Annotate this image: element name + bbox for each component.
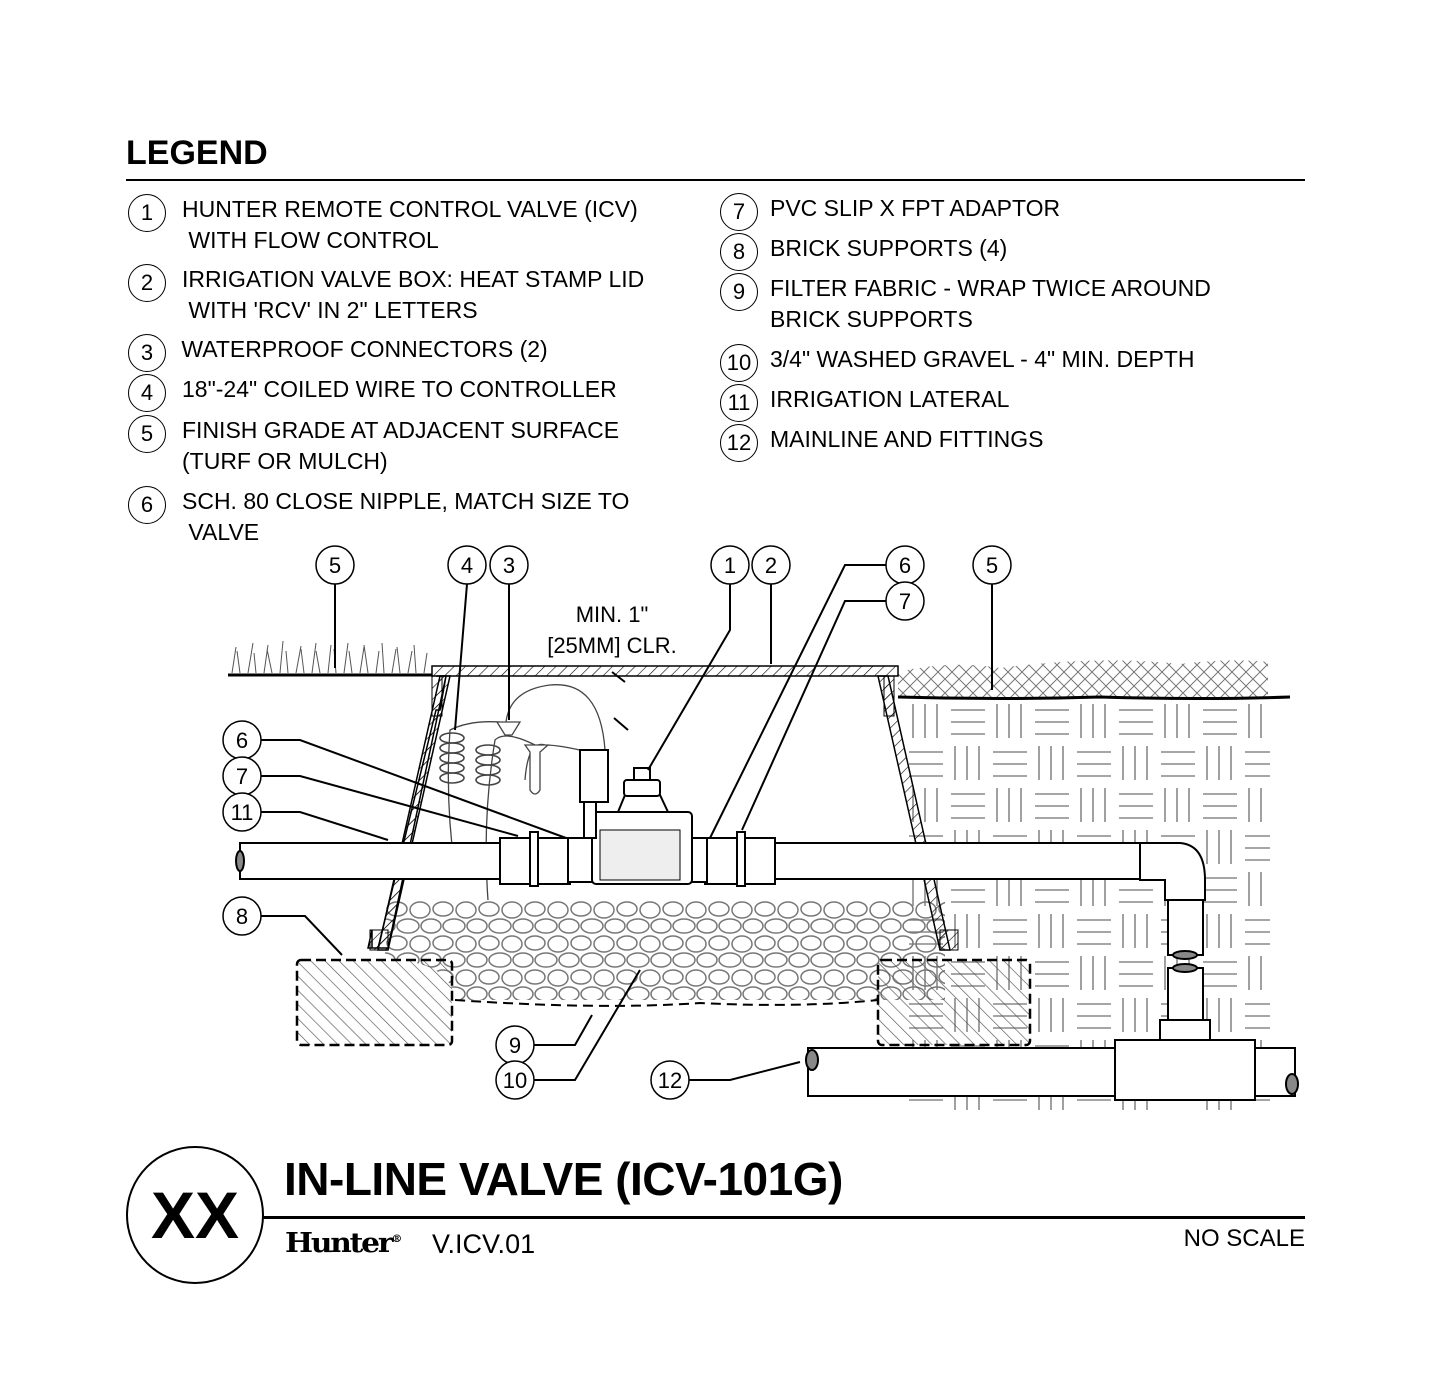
callout-5: 5 (986, 553, 998, 578)
callout-6: 6 (236, 728, 248, 753)
legend-number: 7 (720, 193, 758, 231)
legend-number: 8 (720, 233, 758, 271)
legend-number: 5 (128, 415, 166, 453)
valve-box-lid (431, 665, 899, 677)
legend-text: PVC SLIP X FPT ADAPTOR (770, 195, 1061, 221)
scale-note: NO SCALE (1183, 1225, 1305, 1252)
legend-text: MAINLINE AND FITTINGS (770, 426, 1044, 452)
clearance-note-line1: MIN. 1" (576, 602, 649, 627)
legend-number: 3 (128, 334, 166, 372)
gravel-bed (385, 900, 945, 1000)
callout-11: 11 (231, 800, 254, 825)
detail-title: IN-LINE VALVE (ICV-101G) (284, 1153, 843, 1205)
hunter-logo: Hunter® (285, 1228, 402, 1259)
mainline-pipe (805, 1019, 1299, 1101)
legend-text: SCH. 80 CLOSE NIPPLE, MATCH SIZE TO VALV… (182, 488, 630, 545)
legend-text: WATERPROOF CONNECTORS (2) (175, 336, 548, 362)
callout-circles (222, 545, 1012, 1100)
legend-text: HUNTER REMOTE CONTROL VALVE (ICV) WITH F… (182, 196, 638, 253)
coiled-wires (439, 684, 606, 901)
legend-text: IRRIGATION VALVE BOX: HEAT STAMP LID WIT… (182, 266, 645, 323)
callout-12: 12 (658, 1068, 682, 1093)
legend-number: 9 (720, 273, 758, 311)
valve-box (367, 665, 959, 951)
brand-name: Hunter (285, 1228, 394, 1259)
callout-7: 7 (236, 764, 248, 789)
brick-support-right (876, 958, 1032, 1047)
callout-7: 7 (899, 589, 911, 614)
callout-3: 3 (503, 553, 515, 578)
legend-text: FINISH GRADE AT ADJACENT SURFACE (TURF O… (182, 417, 620, 474)
legend-text: IRRIGATION LATERAL (770, 386, 1010, 412)
detail-code: V.ICV.01 (432, 1229, 536, 1259)
legend-number: 2 (128, 264, 166, 302)
callout-5: 5 (329, 553, 341, 578)
finish-grade-right (897, 695, 1291, 700)
brick-support-left (295, 958, 454, 1047)
legend-title: LEGEND (126, 134, 268, 172)
legend-text: 3/4" WASHED GRAVEL - 4" MIN. DEPTH (770, 346, 1195, 372)
callout-1: 1 (724, 553, 736, 578)
callout-8: 8 (236, 904, 248, 929)
turf-grass (231, 640, 428, 674)
callout-2: 2 (765, 553, 777, 578)
legend-number: 11 (720, 384, 758, 422)
filter-fabric (454, 999, 879, 1007)
callout-4: 4 (461, 553, 473, 578)
legend-text: BRICK SUPPORTS (4) (770, 235, 1008, 261)
legend-number: 1 (128, 194, 166, 232)
title-divider (262, 1216, 1305, 1219)
callout-9: 9 (509, 1033, 521, 1058)
mulch (898, 660, 1268, 697)
callout-6: 6 (899, 553, 911, 578)
leader-lines (261, 564, 993, 1081)
legend-divider (126, 179, 1305, 181)
legend-number: 4 (128, 374, 166, 412)
legend-number: 12 (720, 424, 758, 462)
legend-number: 6 (128, 486, 166, 524)
callout-10: 10 (503, 1068, 527, 1093)
legend-text: 18"-24" COILED WIRE TO CONTROLLER (182, 376, 617, 402)
legend-number: 10 (720, 344, 758, 382)
clearance-note-line2: [25MM] CLR. (547, 633, 677, 658)
detail-number-badge: XX (126, 1146, 264, 1284)
legend-text: FILTER FABRIC - WRAP TWICE AROUND BRICK … (770, 275, 1211, 332)
valve-assembly (499, 749, 776, 887)
